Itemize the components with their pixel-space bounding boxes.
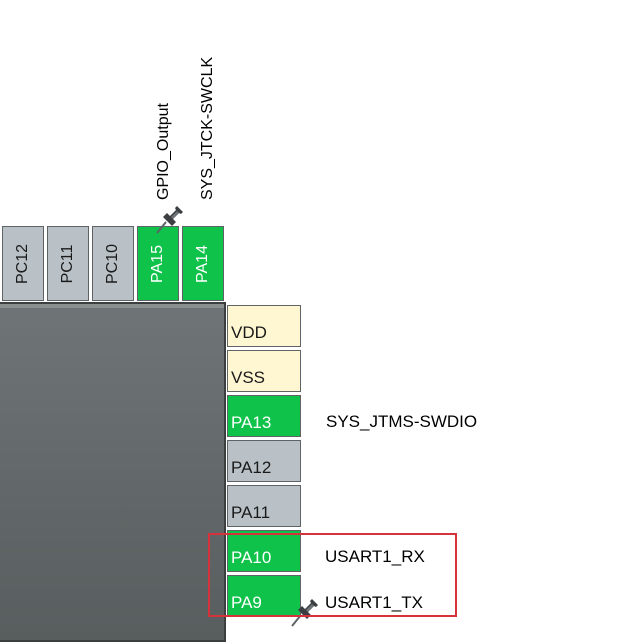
chip-top-edge — [0, 304, 224, 308]
pin-label: PA9 — [231, 593, 262, 612]
signal-label-pa10: USART1_RX — [325, 547, 425, 566]
pin-label: VDD — [231, 323, 267, 342]
signal-label-pa14: SYS_JTCK-SWCLK — [199, 56, 216, 200]
pin-pc12[interactable]: PC12 — [2, 226, 44, 301]
signal-label-pa13: SYS_JTMS-SWDIO — [326, 412, 478, 431]
pin-pa13[interactable]: PA13 — [227, 395, 301, 437]
pin-vdd[interactable]: VDD — [227, 305, 301, 347]
pushpin-icon — [156, 206, 183, 234]
pin-label: PC10 — [104, 243, 121, 284]
pin-label: PA12 — [231, 458, 272, 477]
pin-vss[interactable]: VSS — [227, 350, 301, 392]
pin-label: PA11 — [231, 503, 271, 522]
pin-pa12[interactable]: PA12 — [227, 440, 301, 482]
pin-label: PC12 — [14, 243, 31, 284]
pin-label: PA15 — [149, 244, 166, 283]
pin-pc10[interactable]: PC10 — [92, 226, 134, 301]
pin-pc11[interactable]: PC11 — [47, 226, 89, 301]
pin-pa14[interactable]: PA14 — [182, 226, 224, 301]
pin-label: PA13 — [231, 413, 272, 432]
pin-label: PA14 — [194, 244, 211, 283]
pin-pa15[interactable]: PA15 — [137, 226, 179, 301]
pin-pa10[interactable]: PA10 — [227, 530, 301, 572]
mcu-chip-body — [0, 302, 226, 642]
pin-label: PA10 — [231, 548, 272, 567]
pin-label: VSS — [231, 368, 266, 387]
signal-label-pa15: GPIO_Output — [155, 103, 172, 200]
usart1-highlight-box — [208, 533, 457, 617]
signal-label-pa9: USART1_TX — [325, 593, 423, 612]
pin-label: PC11 — [59, 244, 76, 283]
pin-pa11[interactable]: PA11 — [227, 485, 301, 527]
